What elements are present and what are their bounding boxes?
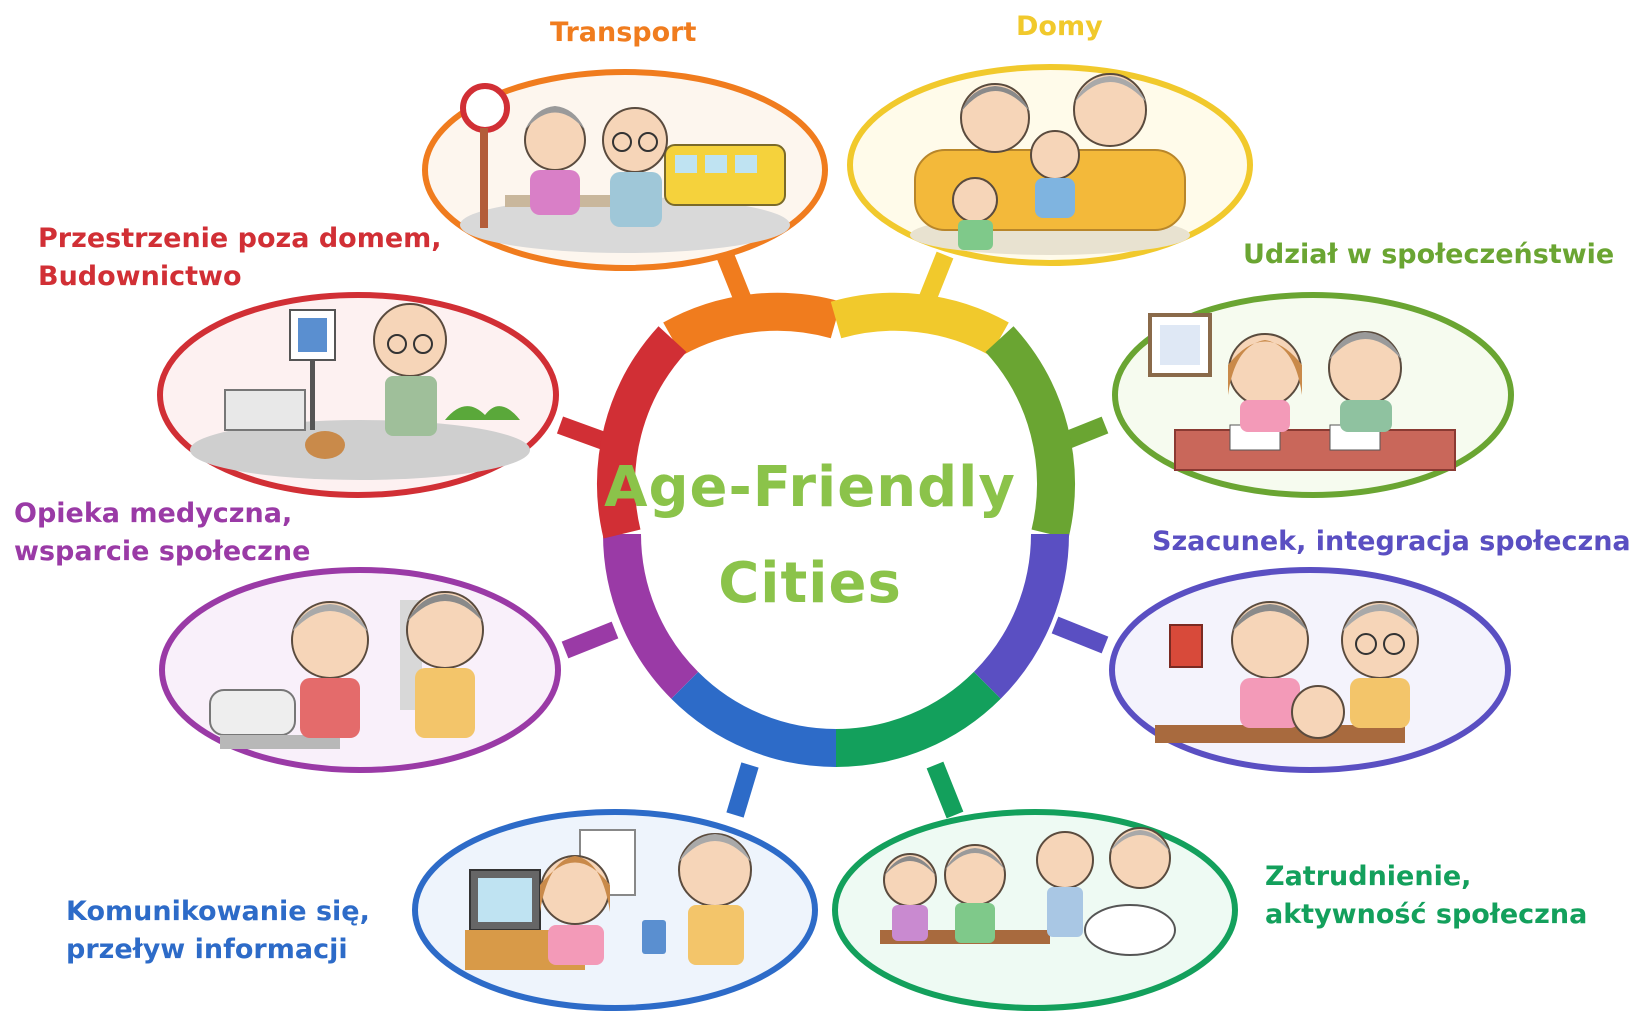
spoke-komunikowanie (726, 762, 759, 818)
label-transport: Transport (550, 17, 697, 48)
label-domy: Domy (1016, 11, 1103, 42)
illustration-udzial (1112, 292, 1514, 498)
label-szacunek: Szacunek, integracja społeczna (1152, 526, 1631, 557)
center-ring (597, 292, 1075, 767)
center-title-line1: Age-Friendly (604, 455, 1016, 520)
ring-segment-transport (663, 292, 842, 356)
illustration-zatrudnienie (832, 809, 1238, 1011)
spoke-opieka (561, 621, 619, 659)
ring-segment-szacunek (973, 533, 1069, 699)
illustration-szacunek (1109, 567, 1511, 773)
ring-segment-zatrudnienie (835, 671, 1001, 767)
spoke-zatrudnienie (926, 761, 964, 819)
center-title: Age-Friendly Cities (600, 440, 1020, 632)
center-title-line2: Cities (718, 551, 902, 616)
illustration-opieka (159, 567, 561, 773)
spoke-szacunek (1051, 616, 1109, 654)
label-opieka: Opieka medyczna, wsparcie społeczne (14, 498, 311, 567)
illustration-domy (847, 64, 1253, 266)
illustration-przestrzenie (157, 292, 559, 498)
ring-segment-przestrzenie (597, 326, 687, 539)
illustration-transport (422, 69, 828, 271)
ring-segment-udzial (985, 326, 1075, 539)
label-komunikowanie: Komunikowanie się, przeływ informacji (66, 896, 370, 965)
ring-segment-opieka (603, 533, 699, 699)
label-przestrzenie: Przestrzenie poza domem, Budownictwo (38, 223, 442, 292)
ring-segment-domy (830, 292, 1009, 356)
center-disc (642, 340, 1030, 728)
label-udzial: Udział w społeczeństwie (1243, 239, 1615, 270)
ring-segment-komunikowanie (671, 671, 837, 767)
illustration-komunikowanie (412, 809, 818, 1011)
label-zatrudnienie: Zatrudnienie, aktywność społeczna (1265, 861, 1588, 930)
